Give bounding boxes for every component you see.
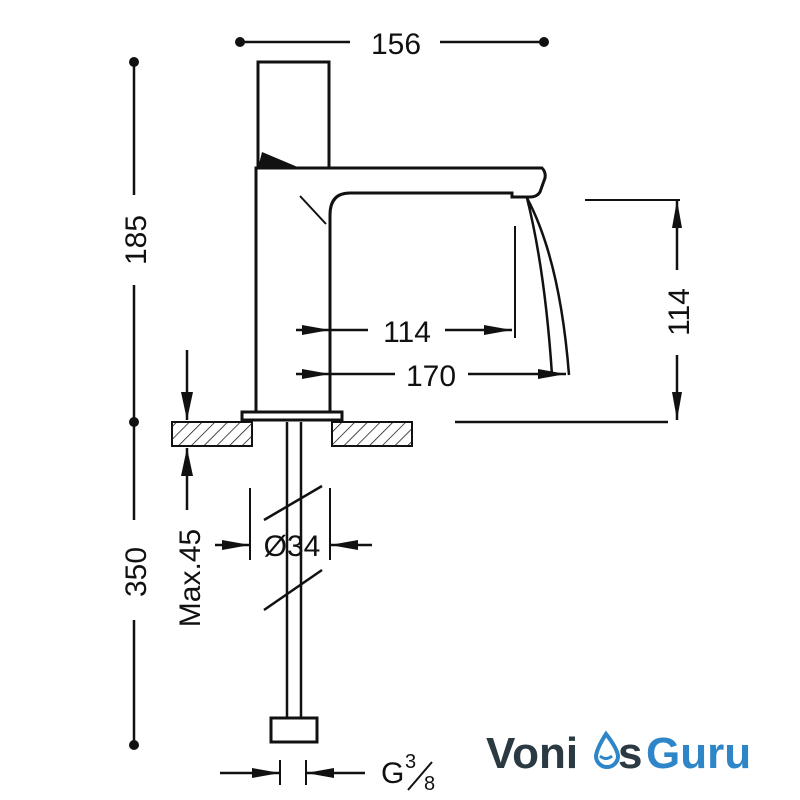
dimension-max-45: Max.45 (174, 350, 207, 627)
reach-outer-label: 170 (406, 360, 456, 393)
svg-text:s: s (618, 729, 642, 778)
spout-height-label: 114 (663, 288, 696, 336)
height-upper-label: 185 (120, 215, 153, 265)
width-label: 156 (371, 28, 421, 61)
thread-denominator: 8 (424, 773, 435, 795)
dimension-reach-170: 170 (296, 360, 566, 393)
water-stream (525, 197, 571, 376)
faucet-body (240, 60, 547, 422)
dimension-reach-114: 114 (296, 226, 516, 349)
height-lower-label: 350 (120, 547, 153, 597)
water-drop-icon (593, 730, 621, 769)
svg-text:Voni: Voni (486, 729, 578, 778)
countertop (171, 420, 668, 447)
svg-text:Guru: Guru (646, 729, 751, 778)
max-thickness-label: Max.45 (174, 529, 207, 627)
thread-numerator: 3 (405, 751, 416, 773)
dimension-spout-height-114: 114 (585, 199, 696, 420)
dimension-diameter-34: Ø34 (215, 488, 372, 563)
supply-hose (263, 422, 323, 744)
logo-text-guru: Guru (646, 729, 751, 778)
thread-prefix: G (381, 757, 404, 790)
logo-text-voni: Voni (486, 729, 578, 778)
diameter-label: Ø34 (264, 530, 321, 563)
dimension-height-left: 185 350 (120, 57, 153, 750)
reach-inner-label: 114 (383, 316, 431, 349)
logo-text-s: s (618, 729, 642, 778)
vonios-guru-logo: Voni s Guru (486, 729, 751, 778)
dimension-width-156: 156 (235, 28, 549, 61)
dimension-thread: G 3 8 (220, 751, 435, 795)
